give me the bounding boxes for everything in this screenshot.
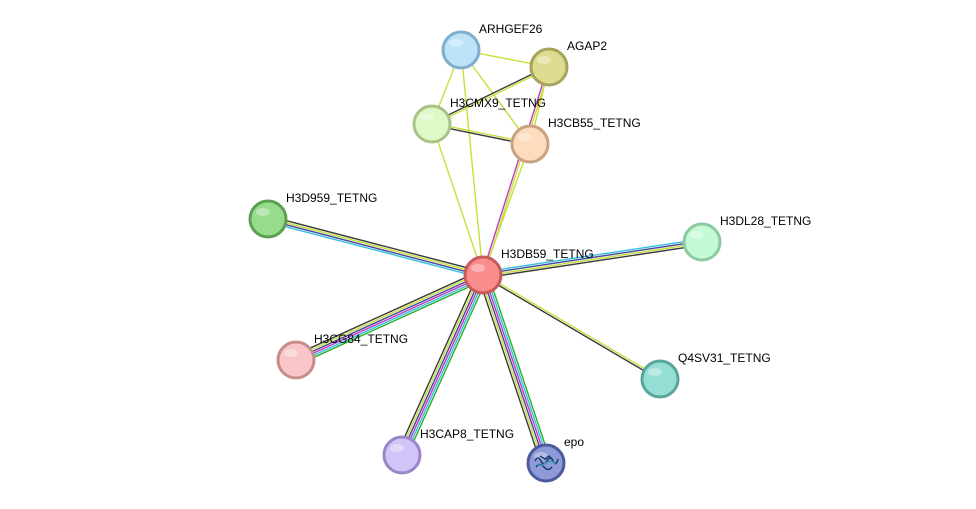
edge-evidence-line	[297, 278, 486, 366]
node-epo[interactable]: epo	[526, 435, 584, 483]
protein-structure-icon	[536, 460, 556, 466]
edge-H3DB59_TETNG-ARHGEF26[interactable]	[460, 49, 484, 276]
node-highlight	[284, 349, 298, 357]
node-circle[interactable]	[382, 435, 422, 475]
node-highlight	[256, 208, 270, 216]
edge-evidence-line	[482, 143, 531, 276]
edge-H3DB59_TETNG-H3D959_TETNG[interactable]	[267, 215, 484, 279]
edge-evidence-line	[481, 66, 549, 275]
node-highlight	[537, 56, 551, 64]
edge-evidence-line	[431, 123, 484, 276]
node-circle[interactable]	[441, 30, 481, 70]
node-label: AGAP2	[567, 39, 607, 53]
node-circle[interactable]	[640, 359, 680, 399]
edge-evidence-line	[482, 240, 702, 275]
edge-evidence-line	[267, 221, 483, 279]
node-h3d959_tetng[interactable]: H3D959_TETNG	[248, 191, 377, 239]
node-highlight	[648, 368, 662, 376]
node-label: H3CAP8_TETNG	[420, 427, 514, 441]
node-h3cg84_tetng[interactable]: H3CG84_TETNG	[276, 332, 408, 380]
node-label: H3D959_TETNG	[286, 191, 377, 205]
node-label: Q4SV31_TETNG	[678, 351, 771, 365]
node-circle[interactable]	[463, 255, 503, 295]
edge-evidence-line	[460, 49, 484, 276]
node-label: ARHGEF26	[479, 22, 543, 36]
edge-evidence-line	[483, 273, 661, 379]
node-circle[interactable]	[529, 47, 569, 87]
edge-AGAP2-H3CMX9_TETNG[interactable]	[431, 65, 550, 126]
edge-evidence-line	[268, 215, 484, 273]
node-circle[interactable]	[682, 222, 722, 262]
edge-H3DB59_TETNG-H3CB55_TETNG[interactable]	[482, 143, 531, 276]
edge-evidence-line	[431, 65, 549, 124]
node-h3cmx9_tetng[interactable]: H3CMX9_TETNG	[412, 96, 546, 144]
edge-evidence-line	[404, 275, 487, 457]
edge-evidence-line	[296, 275, 484, 362]
node-label: H3DL28_TETNG	[720, 214, 811, 228]
node-h3cb55_tetng[interactable]: H3CB55_TETNG	[510, 116, 641, 164]
edge-evidence-line	[398, 273, 481, 455]
edge-evidence-line	[483, 242, 703, 277]
edge-evidence-line	[481, 275, 546, 464]
edge-evidence-line	[296, 277, 485, 364]
node-label: H3CG84_TETNG	[314, 332, 408, 346]
node-circle[interactable]	[248, 199, 288, 239]
node-label: H3CMX9_TETNG	[450, 96, 546, 110]
edge-H3DB59_TETNG-H3CMX9_TETNG[interactable]	[431, 123, 484, 276]
node-label: H3CB55_TETNG	[548, 116, 641, 130]
node-highlight	[518, 133, 532, 141]
edge-H3DB59_TETNG-H3CG84_TETNG[interactable]	[293, 269, 486, 366]
edge-evidence-line	[432, 67, 550, 126]
node-circle[interactable]	[412, 104, 452, 144]
edge-H3DB59_TETNG-epo[interactable]	[477, 273, 552, 465]
node-highlight	[390, 444, 404, 452]
edge-evidence-line	[482, 275, 660, 381]
edge-evidence-line	[477, 276, 542, 465]
node-highlight	[471, 264, 485, 272]
edge-evidence-line	[487, 273, 552, 462]
node-highlight	[420, 113, 434, 121]
edge-evidence-line	[268, 217, 484, 275]
edge-H3DB59_TETNG-H3CAP8_TETNG[interactable]	[396, 272, 489, 458]
edge-evidence-line	[483, 274, 548, 463]
node-arhgef26[interactable]: ARHGEF26	[441, 22, 543, 70]
node-h3dl28_tetng[interactable]: H3DL28_TETNG	[682, 214, 811, 262]
edge-evidence-line	[294, 271, 483, 358]
node-circle[interactable]	[510, 124, 550, 164]
node-agap2[interactable]: AGAP2	[529, 39, 607, 87]
edge-H3DB59_TETNG-H3DL28_TETNG[interactable]	[482, 238, 703, 279]
node-h3cap8_tetng[interactable]: H3CAP8_TETNG	[382, 427, 514, 475]
node-label: epo	[564, 435, 584, 449]
node-circle[interactable]	[276, 340, 316, 380]
edge-evidence-line	[479, 275, 544, 465]
node-highlight	[690, 231, 704, 239]
edge-evidence-line	[293, 269, 482, 357]
edge-evidence-line	[267, 219, 483, 277]
edge-evidence-line	[295, 273, 483, 360]
edge-evidence-line	[483, 244, 703, 279]
node-label: H3DB59_TETNG	[501, 247, 594, 261]
edge-evidence-line	[405, 276, 489, 458]
edge-evidence-line	[482, 238, 702, 273]
edge-H3DB59_TETNG-Q4SV31_TETNG[interactable]	[482, 273, 661, 381]
edge-evidence-line	[400, 274, 483, 455]
node-q4sv31_tetng[interactable]: Q4SV31_TETNG	[640, 351, 771, 399]
edge-evidence-line	[396, 272, 480, 454]
edge-evidence-line	[402, 275, 485, 456]
edge-evidence-line	[485, 273, 550, 463]
node-h3db59_tetng[interactable]: H3DB59_TETNG	[463, 247, 594, 295]
node-highlight	[449, 39, 463, 47]
